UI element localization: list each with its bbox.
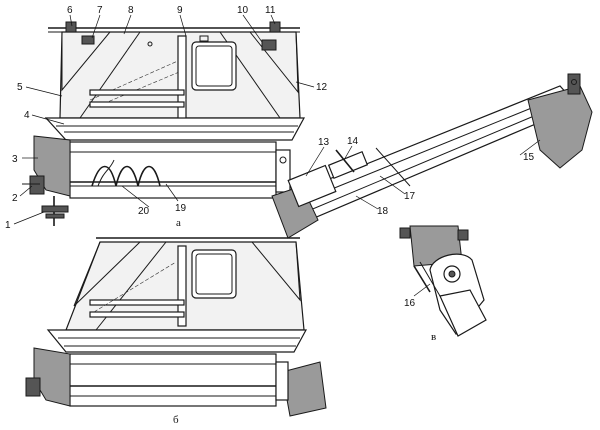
- callout-2: 2: [12, 193, 18, 204]
- callout-12: 12: [316, 82, 328, 93]
- view-b-hopper-assembly: [25, 237, 327, 417]
- panel-label-b: б: [173, 414, 179, 426]
- callout-10: 10: [237, 5, 249, 16]
- callout-15: 15: [523, 152, 535, 163]
- callout-19: 19: [175, 203, 187, 214]
- leader-lines: [13, 14, 541, 297]
- callout-4: 4: [24, 110, 30, 121]
- callout-1: 1: [5, 220, 11, 231]
- callout-6: 6: [67, 5, 73, 16]
- view-v-detail: [399, 225, 487, 337]
- panel-label-a: а: [176, 217, 181, 229]
- callout-18: 18: [377, 206, 389, 217]
- callout-13: 13: [318, 137, 330, 148]
- view-a-hopper-assembly: [22, 21, 306, 226]
- callout-11: 11: [265, 5, 276, 16]
- callout-8: 8: [128, 5, 134, 16]
- callout-3: 3: [12, 154, 18, 165]
- callout-9: 9: [177, 5, 183, 16]
- callout-16: 16: [404, 298, 416, 309]
- panel-label-v: в: [431, 331, 436, 343]
- callout-17: 17: [404, 191, 416, 202]
- callout-14: 14: [347, 136, 359, 147]
- callout-7: 7: [97, 5, 103, 16]
- callout-20: 20: [138, 206, 150, 217]
- unloading-auger-boom: [271, 73, 593, 239]
- callout-5: 5: [17, 82, 23, 93]
